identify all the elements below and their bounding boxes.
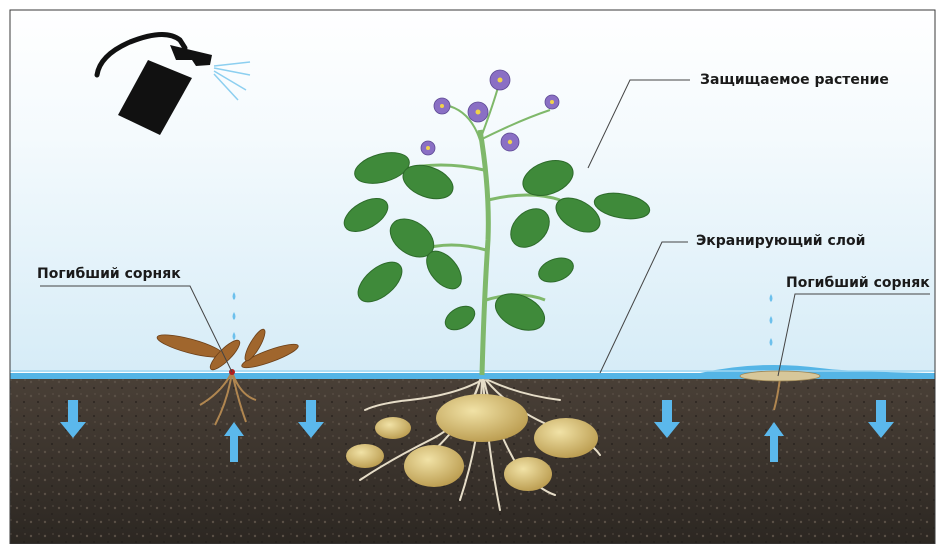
label-protected-plant: Защищаемое растение	[700, 72, 889, 88]
label-screening-layer: Экранирующий слой	[696, 233, 865, 249]
label-dead-weed-left: Погибший сорняк	[37, 266, 181, 282]
label-dead-weed-right: Погибший сорняк	[786, 275, 930, 291]
